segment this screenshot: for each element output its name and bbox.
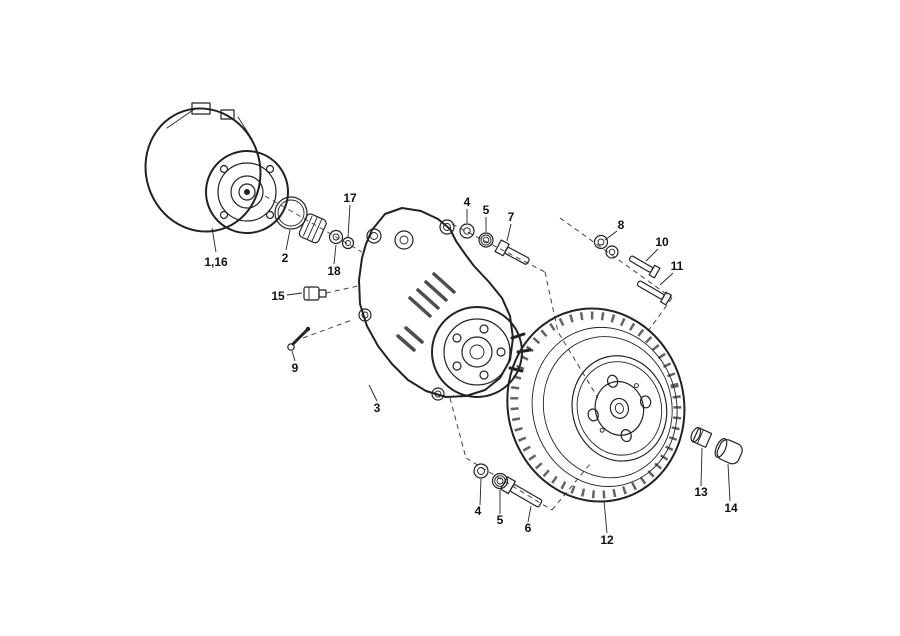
shaft-nut (341, 236, 355, 250)
drain-plug (303, 286, 327, 301)
part-label-8: 8 (618, 218, 625, 232)
part-label-11: 11 (671, 259, 684, 273)
spacer-washer (328, 229, 344, 245)
part-label-14: 14 (724, 501, 738, 515)
assembly-axis-lines (264, 195, 673, 511)
part-label-5-top: 5 (483, 203, 490, 217)
gearbox-housing (358, 207, 532, 401)
bolt-11 (636, 280, 672, 306)
grease-fitting (287, 326, 311, 351)
wheel-tire (506, 307, 686, 503)
part-label-10: 10 (655, 235, 669, 249)
part-label-13: 13 (694, 485, 708, 499)
motor-assembly (144, 102, 289, 234)
leader-lines (211, 204, 731, 534)
part-label-17: 17 (343, 191, 357, 205)
bolt-top (494, 239, 530, 265)
pinion-gear (298, 213, 327, 244)
part-label-3: 3 (374, 401, 381, 415)
nut-top (478, 232, 494, 248)
bolt-bottom (499, 476, 543, 508)
part-label-5-bottom: 5 (497, 513, 504, 527)
washer-bottom (473, 463, 489, 479)
washers-pair (593, 234, 619, 259)
bolt-10 (628, 255, 661, 279)
part-label-4-top: 4 (464, 195, 471, 209)
part-labels: 1,16 2 17 18 15 9 3 4 5 7 8 10 11 12 13 … (204, 191, 738, 547)
o-ring (274, 196, 308, 230)
hub-cap (714, 437, 743, 465)
part-label-12: 12 (600, 533, 614, 547)
part-label-6: 6 (525, 521, 532, 535)
part-label-7: 7 (508, 210, 515, 224)
part-label-15: 15 (271, 289, 285, 303)
part-label-1-16: 1,16 (204, 255, 228, 269)
part-label-2: 2 (282, 251, 289, 265)
hub-nut (690, 427, 713, 448)
part-label-4-bottom: 4 (475, 504, 482, 518)
washer-top (459, 223, 475, 239)
part-label-9: 9 (292, 361, 299, 375)
part-label-18: 18 (327, 264, 341, 278)
